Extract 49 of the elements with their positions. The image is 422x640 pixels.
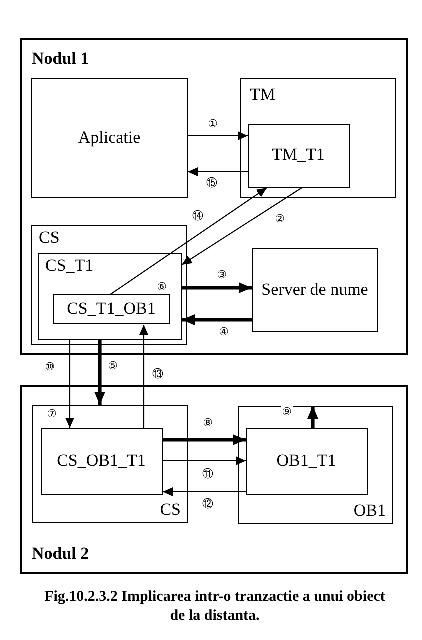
arrow: [163, 434, 246, 446]
step-number: ⑦: [46, 408, 58, 420]
arrow: [188, 168, 248, 176]
frame-title: CS: [160, 501, 181, 520]
frame-title: Nodul 2: [32, 545, 90, 564]
component-box: OB1_T1: [246, 428, 368, 494]
container-box: [31, 225, 187, 345]
edge-label: ⑭: [192, 210, 204, 222]
edge-label: ①: [207, 118, 219, 130]
component-box: CS_T1_OB1: [53, 294, 170, 324]
frame-title: CS: [39, 229, 60, 248]
edge-label: ③: [216, 268, 228, 282]
edge-label: ⑤: [107, 360, 119, 372]
arrow: [66, 340, 74, 428]
edge-label: ⑩: [44, 360, 56, 374]
component-box: TM_T1: [248, 124, 350, 188]
frame-title: OB1: [354, 502, 386, 521]
frame-title: Nodul 1: [32, 50, 90, 69]
step-number: ⑥: [156, 280, 168, 294]
frame-title: TM: [250, 86, 276, 105]
edge-label: ⑬: [152, 368, 164, 380]
arrow: [110, 188, 268, 296]
arrow: [182, 314, 252, 326]
edge-label: ②: [274, 212, 286, 226]
component-box: Aplicatie: [31, 78, 188, 198]
arrow: [140, 325, 148, 428]
edge-label: ⑮: [206, 176, 218, 190]
container-box: [38, 252, 182, 340]
arrow: [308, 406, 318, 428]
container-box: [238, 406, 393, 524]
network-node-frame: [20, 385, 408, 574]
container-box: [240, 78, 396, 198]
edge-label: ④: [218, 326, 230, 338]
edge-label: ⑨: [281, 406, 293, 418]
edge-label: ⑧: [202, 416, 214, 430]
arrow: [182, 188, 302, 266]
arrow: [163, 488, 246, 496]
arrow: [188, 132, 248, 140]
figure-caption: Fig.10.2.3.2 Implicarea intr-o tranzactie a unui obiect de la distanta.: [44, 588, 386, 626]
component-box: Server de nume: [252, 248, 378, 332]
arrow: [182, 282, 252, 294]
arrow: [94, 340, 106, 405]
edge-label: ⑫: [202, 498, 214, 510]
network-node-frame: [20, 38, 408, 355]
arrow: [163, 456, 246, 466]
frame-title: CS_T1: [46, 256, 94, 276]
container-box: [32, 405, 188, 523]
component-box: CS_OB1_T1: [40, 428, 162, 494]
edge-label: ⑪: [202, 468, 214, 480]
